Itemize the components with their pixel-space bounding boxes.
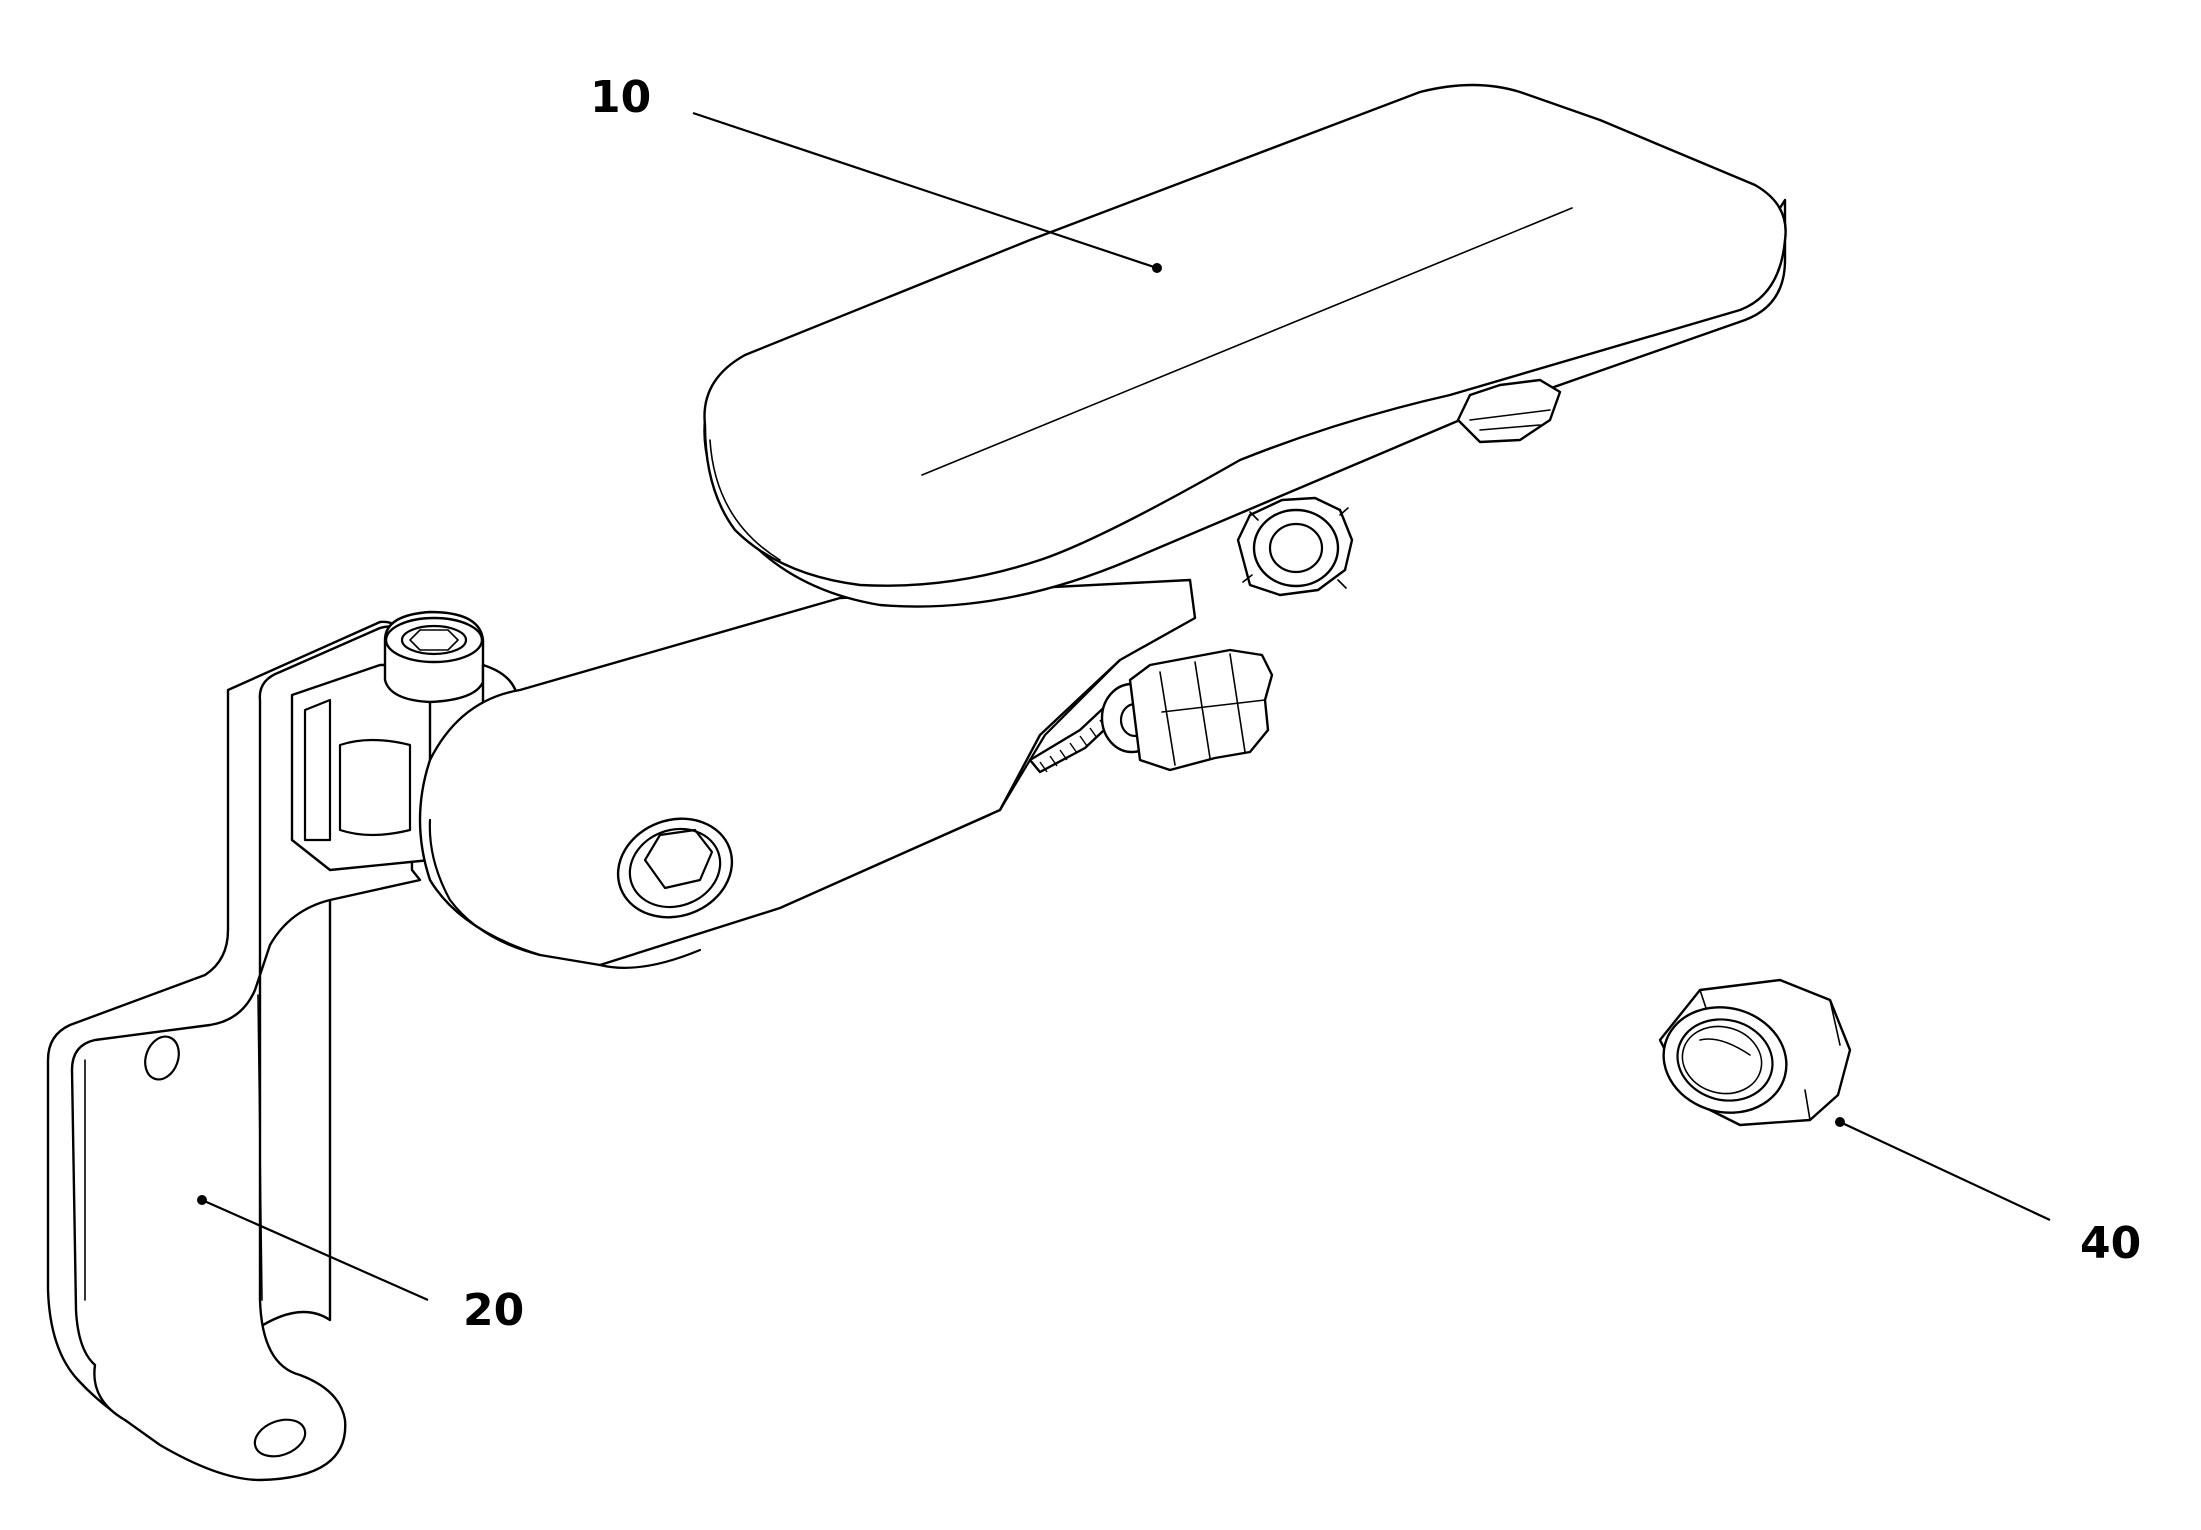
callout-label-10: 10 (590, 72, 651, 123)
callout-40: 40 (1835, 1117, 2141, 1269)
lock-nut-part-40 (1658, 978, 1852, 1127)
callout-label-20: 20 (463, 1285, 524, 1336)
callout-20: 20 (197, 1195, 524, 1336)
knurled-knob-front (1028, 648, 1274, 774)
knurled-knob-middle (1236, 496, 1354, 597)
armrest-pad-part-10 (703, 83, 1787, 608)
bracket-part-20 (46, 610, 520, 1482)
lever-arm (418, 578, 1197, 969)
knurled-knob-rear (1456, 378, 1562, 444)
callout-10: 10 (590, 72, 1162, 273)
callout-label-40: 40 (2080, 1218, 2141, 1269)
